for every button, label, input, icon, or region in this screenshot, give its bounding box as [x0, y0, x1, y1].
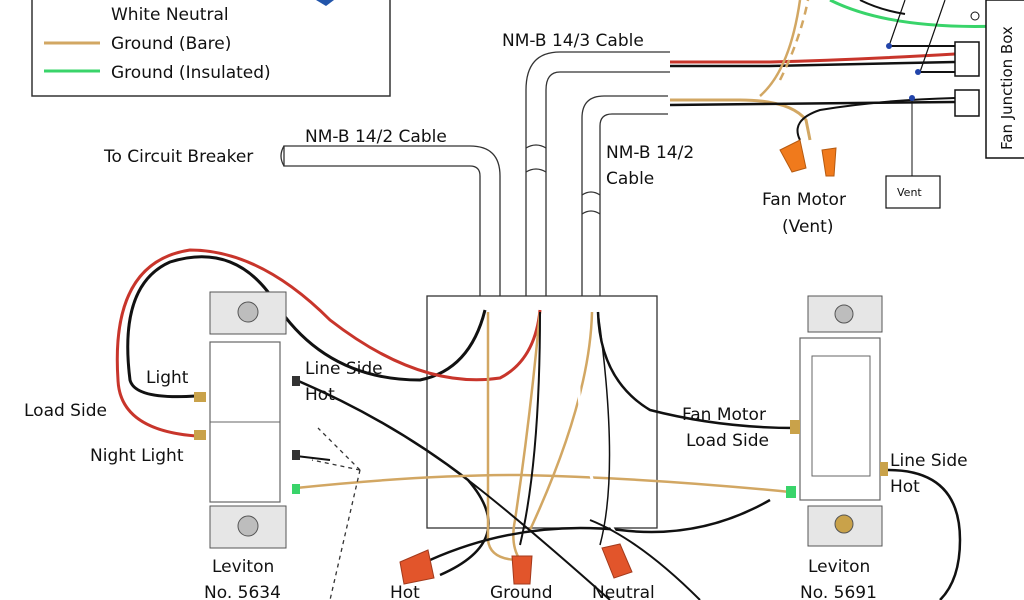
label-fan-motor-vent: (Vent) [782, 217, 833, 237]
label-hot: Hot [390, 583, 420, 600]
junction-box [426, 295, 658, 529]
label-to-breaker: To Circuit Breaker [103, 147, 253, 167]
dashed-pointers [311, 427, 361, 600]
label-neutral: Neutral [592, 583, 655, 600]
label-right-load-side: Load Side [686, 431, 769, 451]
label-right-line-side-hot: Hot [890, 477, 920, 497]
legend-item-white-neutral: White Neutral [111, 5, 229, 25]
left-switch-wires [115, 248, 962, 600]
cable-to-breaker [280, 145, 501, 301]
label-left-model: Leviton [212, 557, 274, 577]
label-right-model: Leviton [808, 557, 870, 577]
label-nmb-14-3: NM-B 14/3 Cable [502, 31, 644, 51]
legend: White Neutral Ground (Bare) Ground (Insu… [31, 0, 391, 97]
left-switch [194, 291, 300, 549]
label-left-model-number: No. 5634 [204, 583, 281, 600]
vent-box: Vent [885, 175, 941, 209]
label-nmb-14-2-top: NM-B 14/2 Cable [305, 127, 447, 147]
label-right-line-side: Line Side [890, 451, 968, 471]
label-ground: Ground [490, 583, 553, 600]
label-nmb-14-2-right-1: NM-B 14/2 [606, 143, 694, 163]
legend-item-ground-insulated: Ground (Insulated) [111, 63, 271, 83]
legend-item-ground-bare: Ground (Bare) [111, 34, 231, 54]
label-fan-motor: Fan Motor [762, 190, 846, 210]
fan-wires [669, 0, 1001, 178]
label-left-line-side-hot: Hot [305, 385, 335, 405]
fan-junction-box: Fan Junction Box [985, 0, 1024, 159]
label-nmb-14-2-right-2: Cable [606, 169, 654, 189]
bottom-wire-nuts [399, 543, 633, 585]
label-load-side: Load Side [24, 401, 107, 421]
label-light: Light [146, 368, 189, 388]
label-night-light: Night Light [90, 446, 184, 466]
label-right-model-number: No. 5691 [800, 583, 877, 600]
vent-box-label: Vent [897, 186, 922, 199]
label-left-line-side: Line Side [305, 359, 383, 379]
fan-motor-wire-nuts [779, 139, 837, 177]
label-right-fan-motor: Fan Motor [682, 405, 766, 425]
cable-nmb-14-2-right [581, 95, 668, 301]
right-switch [786, 295, 888, 547]
fan-junction-box-label: Fan Junction Box [998, 26, 1016, 150]
